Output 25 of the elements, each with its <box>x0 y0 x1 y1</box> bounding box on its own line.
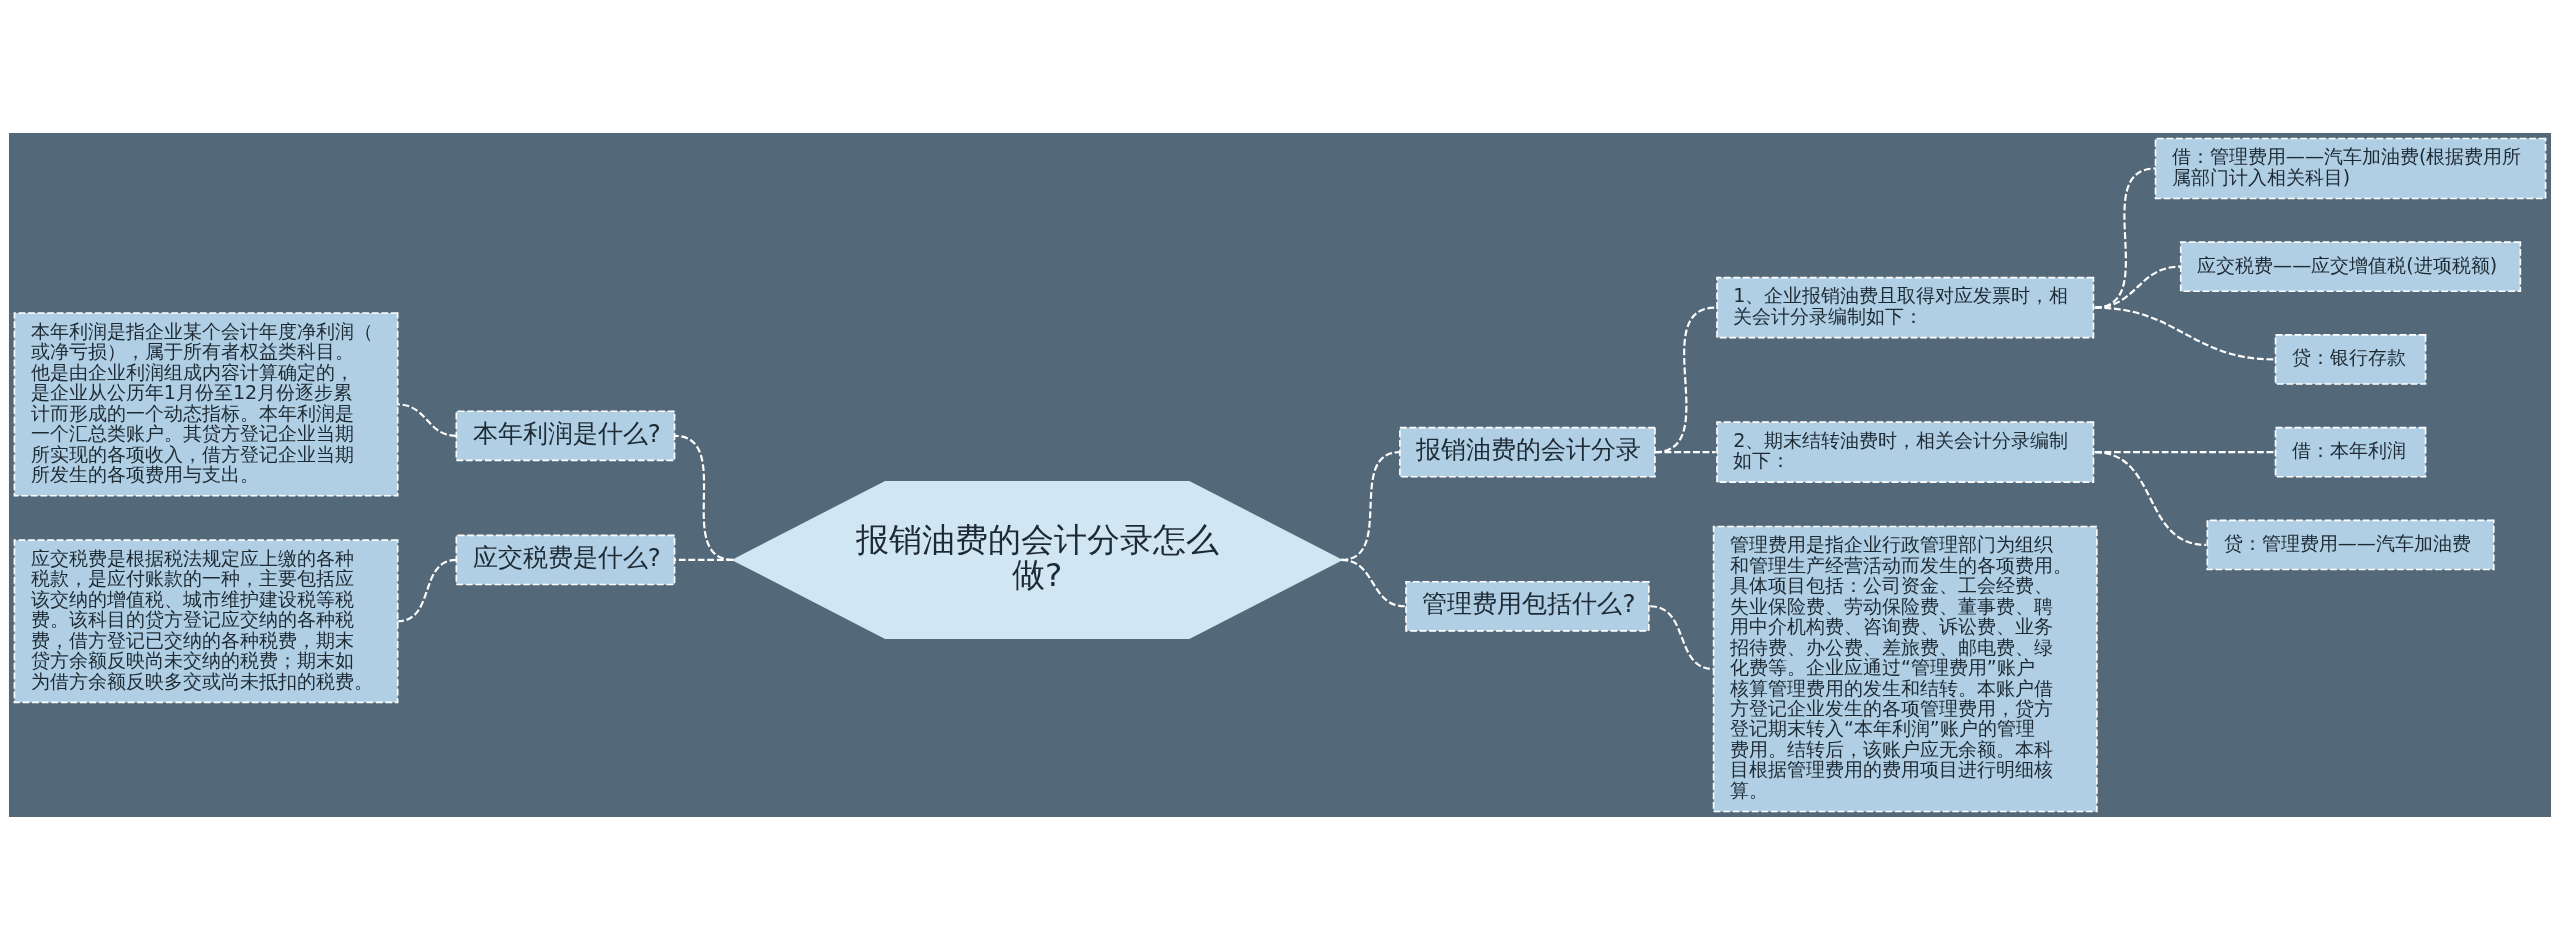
node-box: 1、企业报销油费且取得对应发票时，相关会计分录编制如下： <box>1716 276 2095 339</box>
node-box: 本年利润是什么? <box>455 410 676 462</box>
node-box: 2、期末结转油费时，相关会计分录编制如下： <box>1716 421 2095 483</box>
node-box: 贷：银行存款 <box>2274 334 2427 385</box>
connector <box>1650 605 1714 671</box>
node-box: 应交税费是根据税法规定应上缴的各种税款，是应付账款的一种，主要包括应该交纳的增值税、城市维护建设税等税费。该科目的贷方登记应交纳的各种税费，借方登记已交纳的各种税费，期末贷方余额反映尚未交纳的税费；期末如为借方余额反映多交或尚未抵扣的税费。 <box>13 539 399 704</box>
node-box: 借：管理费用——汽车加油费(根据费用所属部门计入相关科目) <box>2154 137 2547 200</box>
connector <box>2094 451 2207 546</box>
connector <box>674 434 734 561</box>
connector <box>397 558 457 623</box>
connector <box>1654 451 1716 454</box>
node-box: 报销油费的会计分录 <box>1399 426 1656 478</box>
node-box: 本年利润是指企业某个会计年度净利润（或净亏损），属于所有者权益类科目。他是由企业利润组成内容计算确定的，是企业从公历年1月份至12月份逐步累计而形成的一个动态指标。本年利润是一个汇总类账户。其贷方登记企业当期所实现的各项收入，借方登记企业当期所发生的各项费用与支出。 <box>13 312 399 497</box>
node-box: 贷：管理费用——汽车加油费 <box>2206 519 2495 571</box>
connector <box>1341 558 1405 608</box>
node-box: 应交税费是什么? <box>455 534 676 586</box>
connector <box>2094 306 2275 361</box>
node-box: 管理费用包括什么? <box>1405 580 1650 632</box>
node-box: 借：本年利润 <box>2274 426 2427 478</box>
connector <box>2094 265 2181 309</box>
node-box: 管理费用是指企业行政管理部门为组织和管理生产经营活动而发生的各项费用。具体项目包括：公司资金、工会经费、失业保险费、劳动保险费、董事费、聘用中介机构费、咨询费、诉讼费、业务招待费、办公费、差旅费、邮电费、绿化费等。企业应通过“管理费用”账户核算管理费用的发生和结转。本账户借方登记企业发生的各项管理费用，贷方登记期末转入“本年利润”账户的管理费用。结转后，该账户应无余额。本科目根据管理费用的费用项目进行明细核算。 <box>1712 525 2098 813</box>
connector <box>674 558 734 561</box>
connector <box>1654 306 1716 454</box>
connector <box>397 403 457 437</box>
node-box: 应交税费——应交增值税(进项税额) <box>2179 241 2522 293</box>
